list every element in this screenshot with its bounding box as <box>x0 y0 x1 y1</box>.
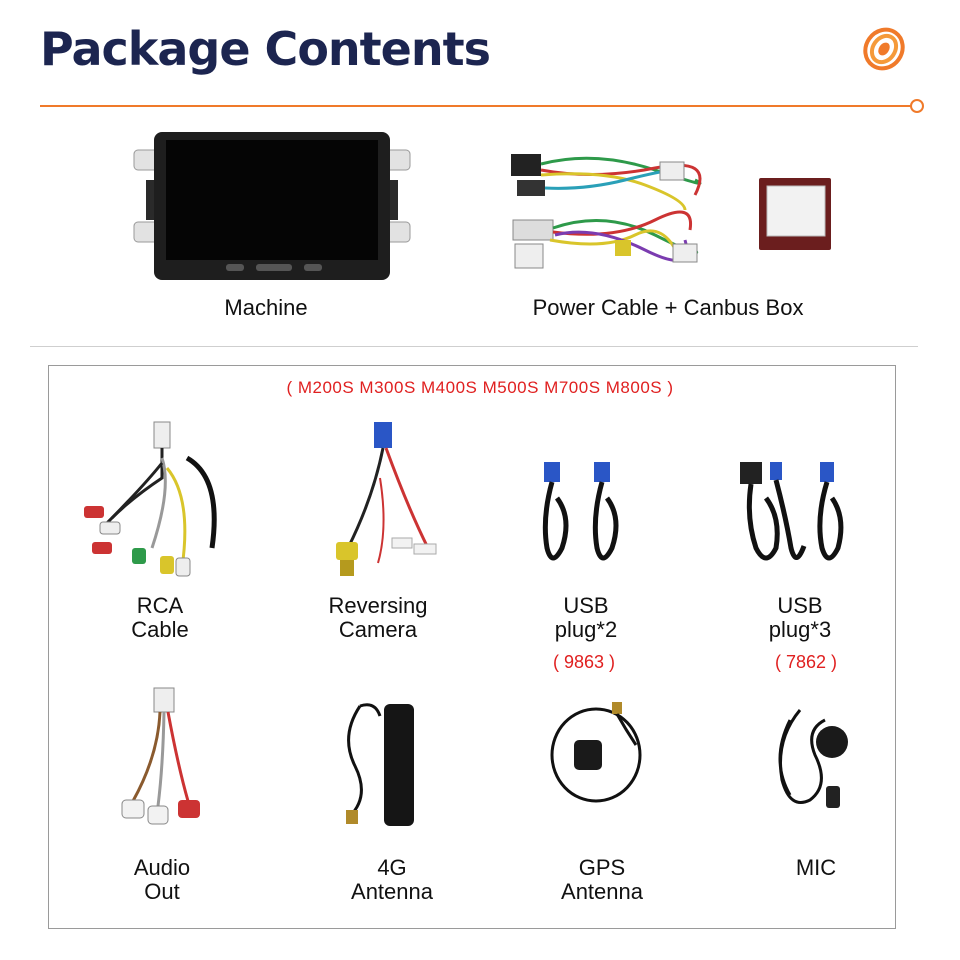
reversing-camera-label: Reversing Camera <box>328 593 428 642</box>
gps-antenna-label: GPS Antenna <box>561 855 643 904</box>
reversing-camera-image <box>318 418 448 583</box>
machine-label: Machine <box>224 295 308 320</box>
rca-cable-image <box>72 418 232 578</box>
power-cable-image <box>505 140 705 280</box>
mic-label: MIC <box>795 855 837 880</box>
gps-antenna-image <box>546 700 646 810</box>
usb-plug-2-code: ( 9863 ) <box>552 652 616 672</box>
mic-image <box>770 700 870 820</box>
audio-out-label: Audio Out <box>133 855 191 904</box>
usb-plug-3-image <box>736 458 866 573</box>
machine-image <box>132 130 412 285</box>
usb-plug-2-image <box>532 458 642 573</box>
section-divider <box>30 346 918 347</box>
models-note: ( M200S M300S M400S M500S M700S M800S ) <box>286 378 674 397</box>
power-cable-label: Power Cable + Canbus Box <box>532 295 804 320</box>
rca-cable-label: RCA Cable <box>131 593 189 642</box>
usb-plug-3-label: USB plug*3 <box>768 593 832 642</box>
4g-antenna-label: 4G Antenna <box>351 855 433 904</box>
4g-antenna-image <box>340 696 440 831</box>
page-title: Package Contents <box>40 22 491 76</box>
brand-logo-icon <box>858 24 910 74</box>
canbus-box-image <box>757 176 833 252</box>
accessories-box <box>48 365 896 929</box>
audio-out-image <box>108 686 218 841</box>
header-divider-dot <box>910 99 924 113</box>
usb-plug-2-label: USB plug*2 <box>554 593 618 642</box>
usb-plug-3-code: ( 7862 ) <box>774 652 838 672</box>
header-divider <box>40 105 912 107</box>
